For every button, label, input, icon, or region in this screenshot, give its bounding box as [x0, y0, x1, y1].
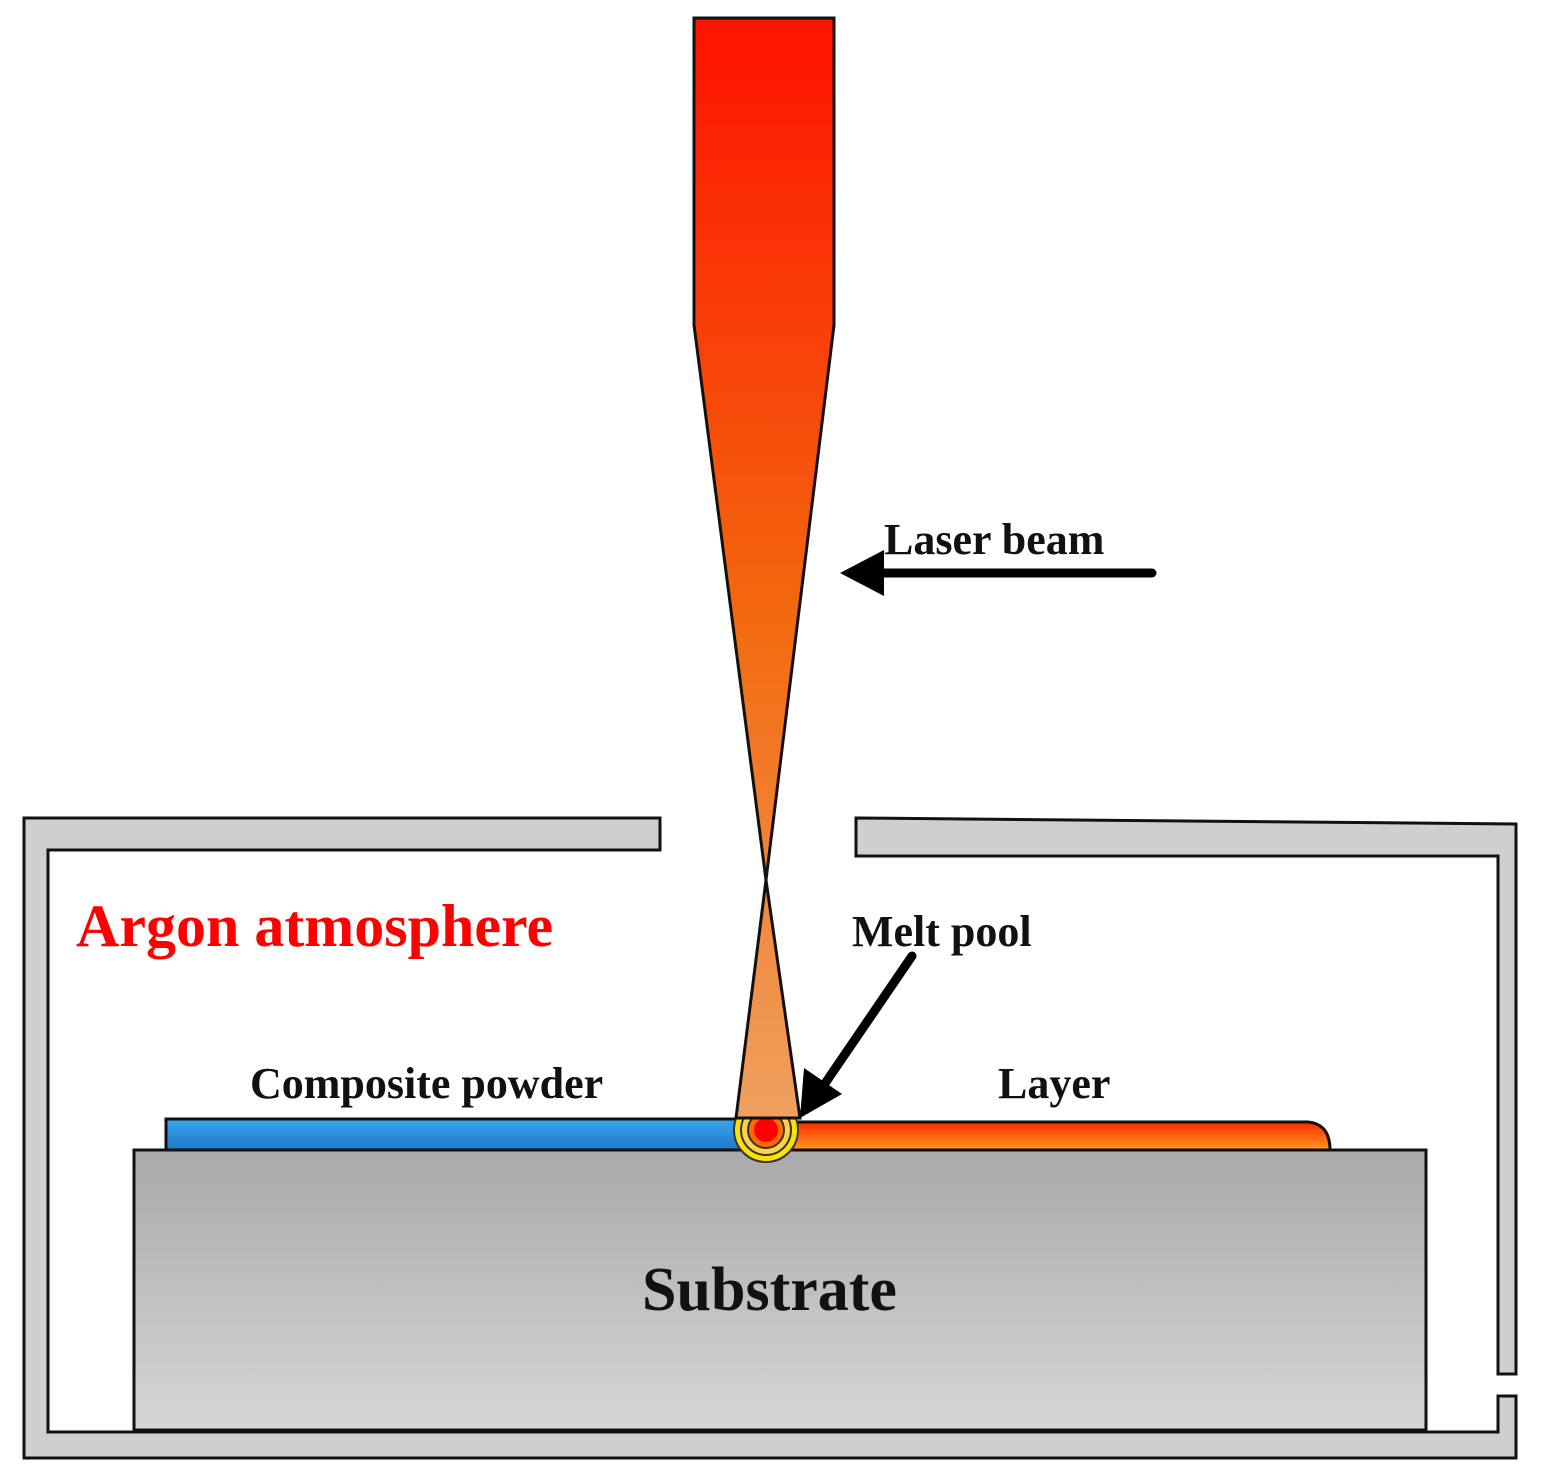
argon-chamber [22, 816, 1518, 1460]
chamber-right-wall [854, 816, 1518, 1376]
laser-beam-label: Laser beam [884, 515, 1104, 564]
deposited-layer [768, 1120, 1332, 1152]
laser-beam-shape [692, 16, 836, 1120]
melt-pool-arrow [800, 951, 917, 1118]
substrate-block [132, 1148, 1428, 1432]
laser-beam-arrow [840, 550, 1157, 596]
argon-atmosphere-label: Argon atmosphere [76, 893, 553, 959]
melt-pool-label: Melt pool [852, 907, 1032, 956]
layer-label: Layer [998, 1059, 1110, 1108]
chamber-left-wall [22, 816, 1518, 1460]
composite-powder-bed [164, 1117, 766, 1152]
composite-powder-label: Composite powder [250, 1059, 603, 1108]
substrate-label: Substrate [642, 1256, 897, 1324]
